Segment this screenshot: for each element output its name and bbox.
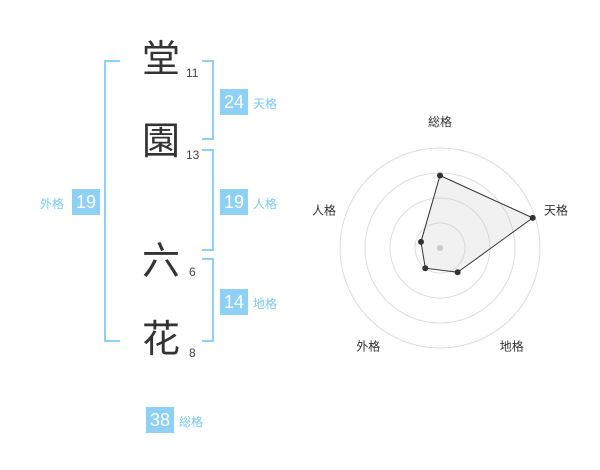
chikaku-value: 14 bbox=[220, 289, 248, 315]
gaikaku-bracket bbox=[104, 60, 120, 342]
radar-ring-2 bbox=[389, 197, 491, 299]
radar-center-dot bbox=[437, 245, 443, 251]
radar-data-polygon bbox=[420, 174, 534, 273]
jinkaku-value: 19 bbox=[220, 189, 248, 215]
radar-point-1 bbox=[529, 214, 536, 221]
stroke-count-4: 8 bbox=[189, 346, 196, 360]
gaikaku-label: 外格 bbox=[40, 197, 65, 211]
name-char-4: 花 bbox=[142, 317, 181, 361]
radar-axis-label-1: 天格 bbox=[544, 202, 568, 217]
stroke-count-1: 11 bbox=[186, 66, 199, 80]
tenkaku-label: 天格 bbox=[253, 97, 278, 111]
name-char-1: 堂 bbox=[142, 37, 181, 81]
stroke-count-3: 6 bbox=[189, 265, 196, 279]
radar-axis-label-2: 地格 bbox=[500, 339, 524, 354]
jinkaku-bracket bbox=[202, 149, 214, 251]
jinkaku-label: 人格 bbox=[253, 197, 278, 211]
tenkaku-value: 24 bbox=[220, 89, 248, 115]
name-char-2: 園 bbox=[142, 119, 181, 163]
name-char-3: 六 bbox=[142, 239, 181, 283]
radar-ring-1 bbox=[414, 222, 466, 274]
radar-point-4 bbox=[417, 238, 424, 245]
radar-axis-label-0: 総格 bbox=[428, 114, 452, 129]
tenkaku-bracket bbox=[202, 60, 214, 140]
stroke-count-2: 13 bbox=[186, 148, 200, 162]
radar-axis-label-3: 外格 bbox=[356, 339, 380, 354]
radar-ring-4 bbox=[339, 147, 541, 349]
soukaku-value: 38 bbox=[146, 407, 174, 433]
radar-point-2 bbox=[454, 269, 461, 276]
radar-axis-label-4: 人格 bbox=[312, 202, 336, 217]
soukaku-label: 総格 bbox=[179, 415, 204, 429]
chikaku-label: 地格 bbox=[253, 297, 278, 311]
chikaku-bracket bbox=[202, 258, 214, 342]
gaikaku-value: 19 bbox=[72, 189, 100, 215]
radar-point-0 bbox=[437, 172, 443, 179]
radar-point-3 bbox=[422, 265, 429, 272]
